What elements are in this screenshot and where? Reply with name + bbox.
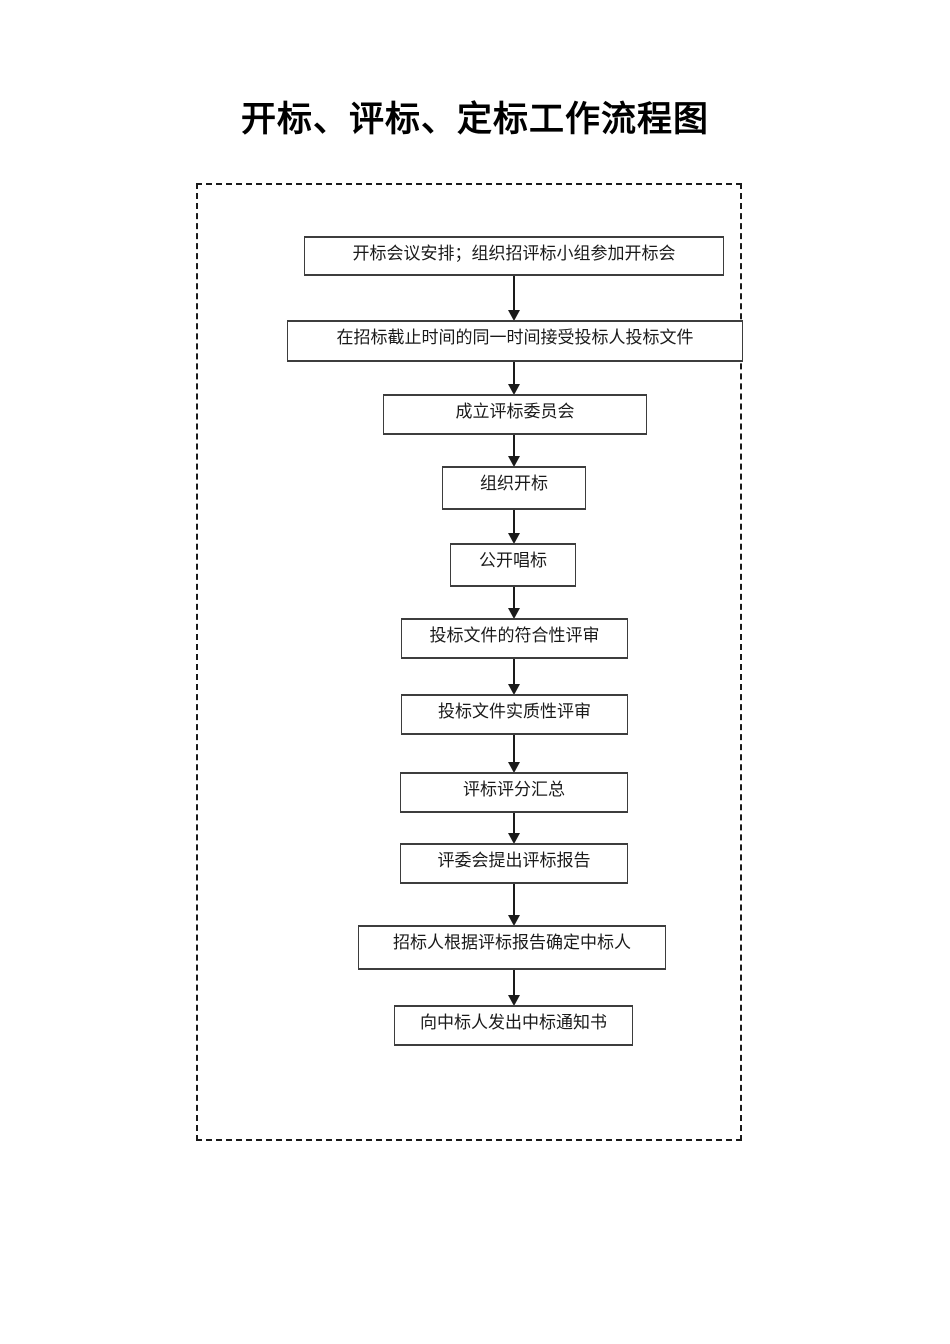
flow-arrow-9	[507, 884, 521, 926]
flow-node-label: 招标人根据评标报告确定中标人	[393, 933, 631, 953]
arrow-stem	[513, 659, 515, 684]
arrow-head-icon	[508, 533, 520, 544]
flow-node-receive-bid-documents[interactable]: 在招标截止时间的同一时间接受投标人投标文件	[287, 320, 743, 362]
flow-arrow-1	[507, 276, 521, 321]
flow-node-evaluation-report[interactable]: 评委会提出评标报告	[400, 843, 628, 884]
flow-node-organize-bid-opening[interactable]: 组织开标	[442, 466, 586, 510]
flow-node-label: 评标评分汇总	[463, 780, 565, 800]
arrow-stem	[513, 884, 515, 915]
arrow-head-icon	[508, 684, 520, 695]
flow-arrow-8	[507, 813, 521, 844]
flow-arrow-6	[507, 659, 521, 695]
arrow-head-icon	[508, 456, 520, 467]
arrow-head-icon	[508, 833, 520, 844]
arrow-stem	[513, 970, 515, 995]
flow-arrow-5	[507, 587, 521, 619]
flow-arrow-2	[507, 362, 521, 395]
flow-node-label: 成立评标委员会	[455, 402, 575, 422]
flow-node-label: 在招标截止时间的同一时间接受投标人投标文件	[336, 328, 694, 348]
flow-arrow-4	[507, 510, 521, 544]
flowchart-dashed-frame	[196, 183, 742, 1141]
flow-arrow-10	[507, 970, 521, 1006]
arrow-head-icon	[508, 384, 520, 395]
flow-node-open-bid-meeting[interactable]: 开标会议安排；组织招评标小组参加开标会	[304, 236, 724, 276]
page-title: 开标、评标、定标工作流程图	[240, 99, 709, 140]
flow-node-determine-winner[interactable]: 招标人根据评标报告确定中标人	[358, 925, 666, 970]
flow-node-label: 投标文件实质性评审	[438, 702, 591, 722]
flow-node-public-bid-calling[interactable]: 公开唱标	[450, 543, 576, 587]
arrow-stem	[513, 813, 515, 833]
flow-node-substantive-review[interactable]: 投标文件实质性评审	[401, 694, 628, 735]
flow-node-label: 向中标人发出中标通知书	[420, 1013, 607, 1033]
arrow-stem	[513, 276, 515, 310]
arrow-head-icon	[508, 762, 520, 773]
arrow-head-icon	[508, 995, 520, 1006]
arrow-stem	[513, 362, 515, 384]
flow-node-score-summary[interactable]: 评标评分汇总	[400, 772, 628, 813]
arrow-stem	[513, 435, 515, 456]
flow-node-label: 评委会提出评标报告	[437, 851, 591, 871]
arrow-head-icon	[508, 608, 520, 619]
flow-node-label: 开标会议安排；组织招评标小组参加开标会	[352, 244, 676, 264]
arrow-head-icon	[508, 310, 520, 321]
flow-node-label: 组织开标	[480, 474, 548, 494]
arrow-stem	[513, 510, 515, 533]
flow-node-establish-committee[interactable]: 成立评标委员会	[383, 394, 647, 435]
flow-node-label: 投标文件的符合性评审	[429, 626, 600, 646]
arrow-stem	[513, 735, 515, 762]
flow-arrow-7	[507, 735, 521, 773]
arrow-head-icon	[508, 915, 520, 926]
flow-arrow-3	[507, 435, 521, 467]
flow-node-compliance-review[interactable]: 投标文件的符合性评审	[401, 618, 628, 659]
flow-node-issue-award-notice[interactable]: 向中标人发出中标通知书	[394, 1005, 633, 1046]
flow-node-label: 公开唱标	[479, 551, 547, 571]
arrow-stem	[513, 587, 515, 608]
